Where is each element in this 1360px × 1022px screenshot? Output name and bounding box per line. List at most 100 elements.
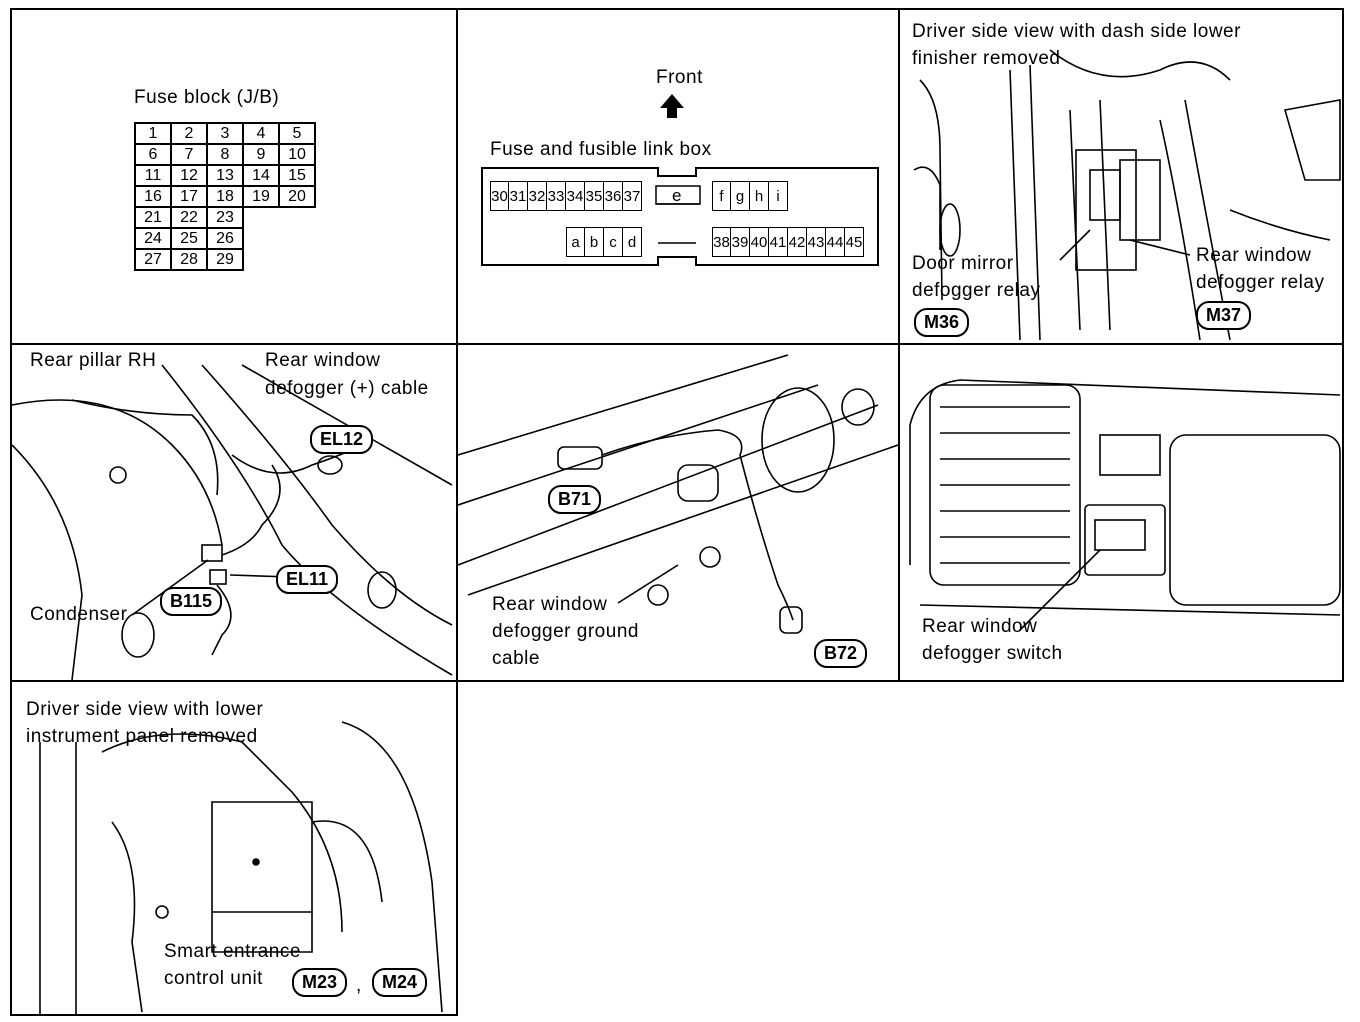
fuse-empty-slot [243,249,279,270]
fuse-45: 45 [845,227,864,257]
switch-label-line2: defogger switch [922,643,1063,664]
fuse-slot-8: 8 [206,143,244,166]
fuse-slot-11: 11 [134,164,172,187]
fuse-slot-29: 29 [206,248,244,271]
ground-cable-panel: B71 Rear window defogger ground cable B7… [456,343,900,682]
fuse-slot-15: 15 [278,164,316,187]
smart-entrance-panel: Driver side view with lower instrument p… [10,680,458,1016]
fuse-31: 31 [509,181,528,211]
fusible-link-i: i [769,181,788,211]
fuse-38: 38 [712,227,731,257]
fuse-link-box-drawing [481,94,879,266]
connector-b72: B72 [814,639,868,668]
fuse-42: 42 [788,227,807,257]
fuse-34: 34 [566,181,585,211]
fusible-link-c: c [604,227,623,257]
switch-label-line1: Rear window [922,616,1038,637]
relays-title-line2: finisher removed [912,48,1061,69]
front-label: Front [656,67,703,88]
fusible-link-d: d [623,227,642,257]
fuse-32: 32 [528,181,547,211]
switch-panel: Rear window defogger switch [898,343,1344,682]
rear-window-relay-line2: defogger relay [1196,272,1325,293]
fuse-empty-slot [279,249,315,270]
connector-m23: M23 [292,968,348,997]
fuse-39: 39 [731,227,750,257]
connector-b115: B115 [160,587,223,616]
fuse-slot-21: 21 [134,206,172,229]
cable-label-line1: Rear window [265,350,381,371]
rear-window-relay-line1: Rear window [1196,245,1312,266]
fuse-empty-slot [243,228,279,249]
fuse-slot-27: 27 [134,248,172,271]
fuse-empty-slot [279,207,315,228]
fusible-link-g: g [731,181,750,211]
fusible-link-a: a [566,227,585,257]
ground-cable-line1: Rear window [492,594,608,615]
fuse-slot-7: 7 [170,143,208,166]
fuse-empty-slot [279,228,315,249]
fuse-block-title: Fuse block (J/B) [134,87,280,108]
connector-m37: M37 [1196,301,1252,330]
fuse-slot-22: 22 [170,206,208,229]
fusible-link-b: b [585,227,604,257]
fuse-37: 37 [623,181,642,211]
fusible-link-h: h [750,181,769,211]
fuse-slot-13: 13 [206,164,244,187]
relays-panel: Driver side view with dash side lower fi… [898,8,1344,345]
rear-pillar-drawing [12,364,453,680]
fuse-33: 33 [547,181,566,211]
switch-drawing [909,379,1341,631]
fuse-link-box-title: Fuse and fusible link box [490,139,712,160]
ground-cable-drawing [458,354,898,634]
fuse-40: 40 [750,227,769,257]
fuse-slot-2: 2 [170,122,208,145]
fuse-slot-3: 3 [206,122,244,145]
fuse-35: 35 [585,181,604,211]
relays-title-line1: Driver side view with dash side lower [912,21,1241,42]
fuse-30: 30 [490,181,509,211]
rear-pillar-panel: Rear pillar RH Rear window defogger (+) … [10,343,458,682]
fuse-slot-16: 16 [134,185,172,208]
fuse-slot-9: 9 [242,143,280,166]
fuse-slot-17: 17 [170,185,208,208]
link-e-label: e [672,186,682,205]
smart-entrance-unit-line1: Smart entrance [164,941,301,962]
cable-label-line2: defogger (+) cable [265,378,429,399]
rear-pillar-label: Rear pillar RH [30,350,157,371]
condenser-label: Condenser [30,604,128,625]
ground-cable-line3: cable [492,648,540,669]
fusible-link-f: f [712,181,731,211]
fuse-slot-28: 28 [170,248,208,271]
connector-m36: M36 [914,308,970,337]
fuse-slot-1: 1 [134,122,172,145]
fuse-empty-slot [243,207,279,228]
fuse-slot-5: 5 [278,122,316,145]
fuse-43: 43 [807,227,826,257]
fuse-36: 36 [604,181,623,211]
fuse-slot-18: 18 [206,185,244,208]
fuse-41: 41 [769,227,788,257]
fuse-slot-26: 26 [206,227,244,250]
smart-entrance-title-line2: instrument panel removed [26,726,258,747]
fuse-slot-12: 12 [170,164,208,187]
fuse-slot-20: 20 [278,185,316,208]
connector-b71: B71 [548,485,602,514]
connector-m24: M24 [372,968,428,997]
fuse-slot-24: 24 [134,227,172,250]
front-arrow-icon [660,94,684,118]
fuse-slot-14: 14 [242,164,280,187]
smart-entrance-unit-line2: control unit [164,968,263,989]
smart-entrance-drawing [39,721,443,1014]
connector-el12: EL12 [310,425,374,454]
fuse-slot-25: 25 [170,227,208,250]
fuse-slot-23: 23 [206,206,244,229]
connector-separator: , [356,975,362,996]
door-mirror-relay-line1: Door mirror [912,253,1014,274]
fuse-slot-19: 19 [242,185,280,208]
